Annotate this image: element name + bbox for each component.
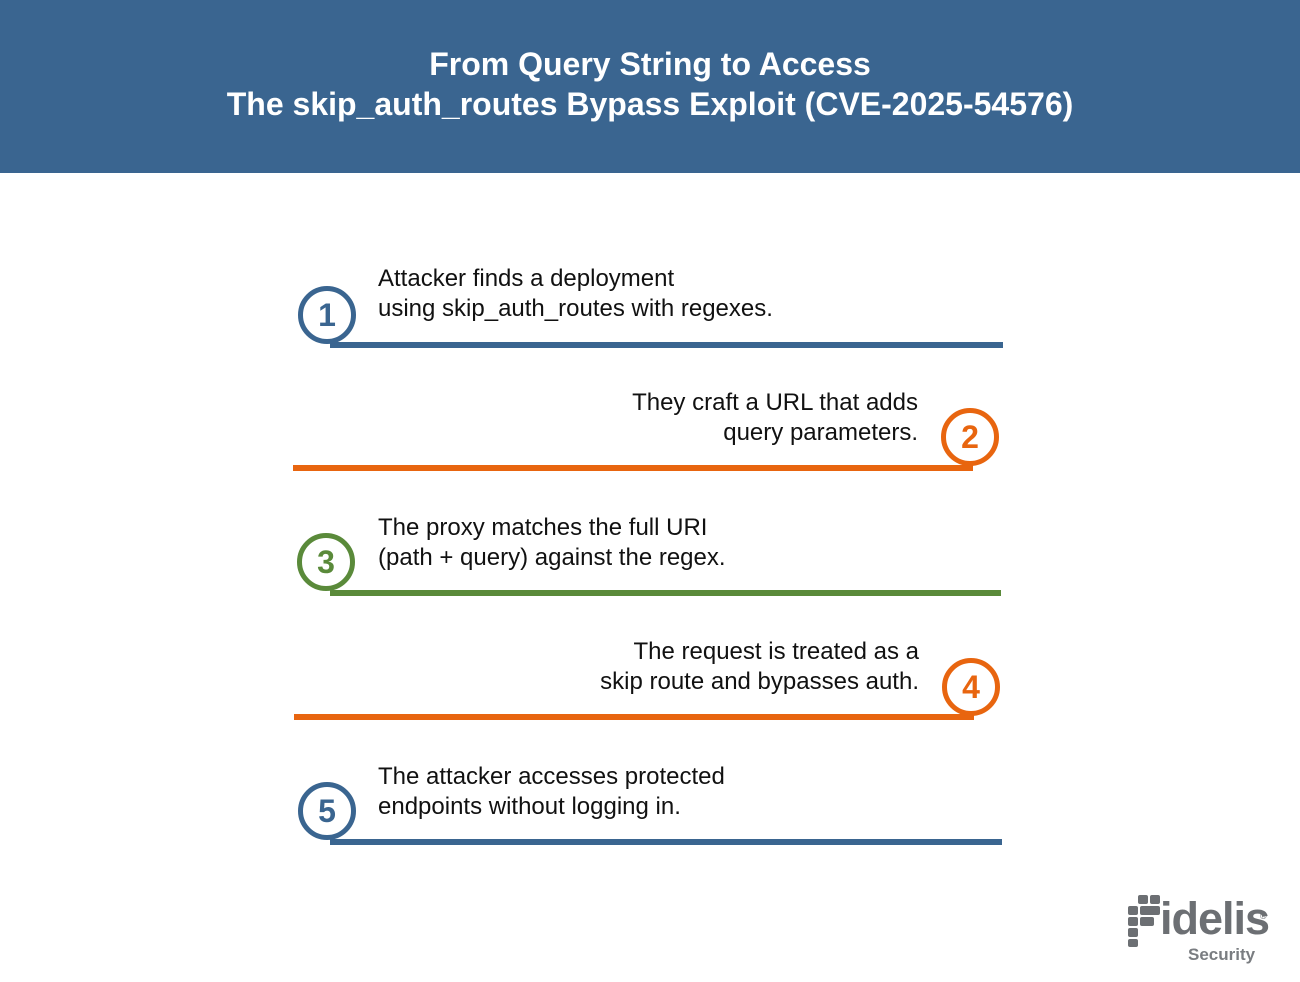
- step-4-number: 4: [962, 668, 980, 705]
- step-1: 1 Attacker finds a deployment using skip…: [0, 260, 1300, 370]
- fidelis-security-logo: idelis ® Security: [1128, 893, 1270, 968]
- step-2-bar: [293, 465, 973, 471]
- step-4-line-1: The request is treated as a: [633, 638, 920, 665]
- step-2-line-1: They craft a URL that adds: [632, 389, 918, 416]
- step-3-number-circle: 3: [297, 533, 355, 591]
- step-5-line-2: endpoints without logging in.: [378, 793, 681, 820]
- step-2-line-2: query parameters.: [723, 419, 918, 446]
- step-1-line-1: Attacker finds a deployment: [378, 265, 675, 292]
- title-line-2: The skip_auth_routes Bypass Exploit (CVE…: [226, 86, 1074, 122]
- logo-subtitle: Security: [1188, 945, 1256, 964]
- step-5-text: The attacker accesses protected endpoint…: [378, 762, 725, 822]
- step-1-line-2: using skip_auth_routes with regexes.: [378, 295, 773, 322]
- step-1-number-circle: 1: [298, 286, 356, 344]
- step-3-text: The proxy matches the full URI (path + q…: [378, 513, 726, 573]
- step-2-number: 2: [961, 418, 979, 455]
- step-4: 4 The request is treated as a skip route…: [0, 633, 1300, 743]
- step-3-bar: [330, 590, 1001, 596]
- fidelis-f-logo-icon: [1128, 895, 1160, 947]
- step-1-number: 1: [318, 296, 336, 333]
- step-4-number-circle: 4: [942, 658, 1000, 716]
- step-4-line-2: skip route and bypasses auth.: [600, 668, 919, 695]
- step-1-bar: [330, 342, 1003, 348]
- step-3-number: 3: [317, 543, 335, 580]
- step-5-number: 5: [318, 792, 336, 829]
- step-5-number-circle: 5: [298, 782, 356, 840]
- logo-registered-mark: ®: [1260, 911, 1267, 921]
- step-3-line-2: (path + query) against the regex.: [378, 544, 726, 571]
- header-banner: From Query String to Access The skip_aut…: [0, 0, 1300, 173]
- step-2-number-circle: 2: [941, 408, 999, 466]
- step-5: 5 The attacker accesses protected endpoi…: [0, 758, 1300, 868]
- step-4-bar: [294, 714, 974, 720]
- step-3-line-1: The proxy matches the full URI: [378, 514, 708, 541]
- step-4-text: The request is treated as a skip route a…: [600, 637, 919, 697]
- logo-wordmark: idelis: [1160, 893, 1270, 944]
- step-5-line-1: The attacker accesses protected: [378, 763, 725, 790]
- step-2: 2 They craft a URL that adds query param…: [0, 384, 1300, 494]
- title-line-1: From Query String to Access: [429, 46, 871, 82]
- step-2-text: They craft a URL that adds query paramet…: [632, 388, 918, 448]
- step-1-text: Attacker finds a deployment using skip_a…: [378, 264, 773, 324]
- step-3: 3 The proxy matches the full URI (path +…: [0, 509, 1300, 619]
- step-5-bar: [330, 839, 1002, 845]
